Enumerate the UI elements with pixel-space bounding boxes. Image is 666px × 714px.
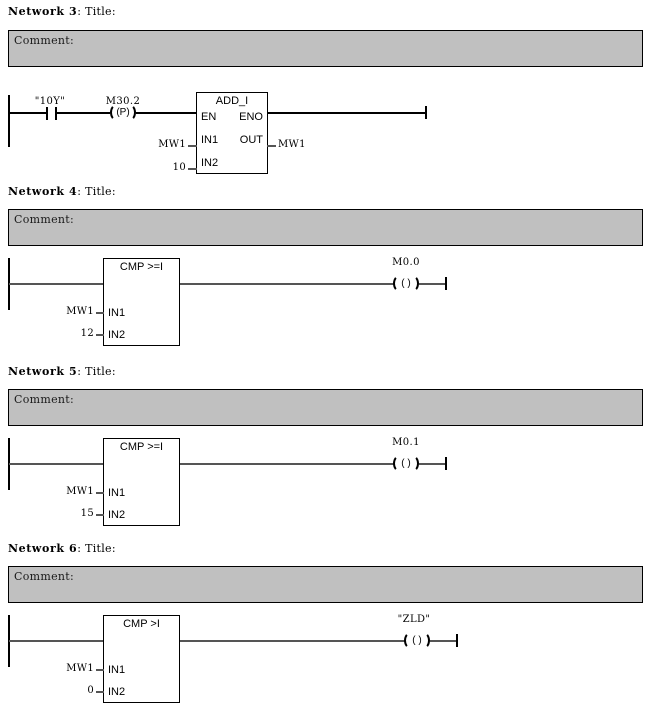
rung-wire	[430, 640, 457, 642]
edge-coil-label: M30.2	[105, 96, 141, 107]
output-coil-m0-0[interactable]: ( )	[393, 275, 419, 292]
network-6-heading: Network 6: Title:	[8, 542, 116, 555]
network-title: : Title:	[77, 542, 116, 555]
function-block-cmp-ge-i[interactable]: CMP >=I IN1 IN2	[103, 438, 180, 526]
output-coil-m0-1[interactable]: ( )	[393, 455, 419, 472]
network-6: Network 6: Title: Comment: CMP >I IN1 IN…	[0, 534, 666, 714]
block-title: CMP >I	[123, 618, 160, 630]
rung-end-terminator	[445, 277, 447, 290]
network-title: : Title:	[77, 365, 116, 378]
pin-stub	[96, 334, 104, 336]
network-5-comment-box[interactable]: Comment:	[8, 389, 643, 426]
rung-wire	[136, 112, 196, 114]
pin-stub	[96, 691, 104, 693]
comment-text: Comment:	[14, 213, 75, 226]
pin-stub	[188, 145, 197, 147]
operand-in1[interactable]: MW1	[66, 306, 94, 317]
network-3-comment-box[interactable]: Comment:	[8, 30, 643, 67]
pin-stub	[96, 312, 104, 314]
pin-stub	[188, 168, 197, 170]
function-block-add-i[interactable]: ADD_I EN ENO IN1 OUT IN2	[196, 92, 268, 174]
contact-label: "10Y"	[34, 96, 66, 107]
network-6-comment-box[interactable]: Comment:	[8, 566, 643, 603]
coil-symbol-text: ( )	[401, 278, 411, 289]
network-title: : Title:	[77, 185, 116, 198]
pin-in2: IN2	[201, 157, 219, 169]
comment-text: Comment:	[14, 393, 75, 406]
network-title: : Title:	[77, 5, 116, 18]
operand-in1[interactable]: MW1	[66, 486, 94, 497]
edge-coil-symbol-text: (P)	[116, 107, 130, 118]
network-4-heading: Network 4: Title:	[8, 185, 116, 198]
rung-wire	[9, 640, 104, 642]
operand-in1[interactable]: MW1	[158, 139, 186, 150]
pin-in2: IN2	[108, 686, 126, 698]
comment-text: Comment:	[14, 34, 75, 47]
rung-wire	[268, 112, 426, 114]
pin-eno: ENO	[239, 111, 263, 123]
block-title: CMP >=I	[119, 261, 164, 273]
coil-label: "ZLD"	[397, 614, 431, 625]
rung-wire	[180, 283, 394, 285]
operand-in2[interactable]: 0	[87, 685, 94, 696]
pin-in2: IN2	[108, 509, 126, 521]
pin-in1: IN1	[108, 487, 126, 499]
operand-in2[interactable]: 15	[80, 508, 94, 519]
output-coil-zld[interactable]: ( )	[404, 632, 430, 649]
pin-in1: IN1	[108, 307, 126, 319]
network-4: Network 4: Title: Comment: CMP >=I IN1 I…	[0, 180, 666, 356]
coil-symbol-text: ( )	[412, 635, 422, 646]
pin-stub	[96, 669, 104, 671]
operand-in2[interactable]: 12	[80, 328, 94, 339]
pin-in1: IN1	[201, 134, 219, 146]
network-number: 3	[69, 5, 78, 18]
coil-label: M0.0	[392, 257, 420, 268]
rung-end-terminator	[425, 106, 427, 119]
pin-in1: IN1	[108, 664, 126, 676]
comment-text: Comment:	[14, 570, 75, 583]
function-block-cmp-gt-i[interactable]: CMP >I IN1 IN2	[103, 615, 180, 703]
rung-end-terminator	[456, 634, 458, 647]
operand-out[interactable]: MW1	[278, 139, 306, 150]
network-keyword: Network	[8, 5, 65, 18]
network-3-heading: Network 3: Title:	[8, 5, 116, 18]
network-keyword: Network	[8, 185, 65, 198]
function-block-cmp-ge-i[interactable]: CMP >=I IN1 IN2	[103, 258, 180, 346]
operand-in2[interactable]: 10	[172, 162, 186, 173]
operand-in1[interactable]: MW1	[66, 663, 94, 674]
rung-wire	[419, 283, 446, 285]
rung-end-terminator	[445, 457, 447, 470]
coil-label: M0.1	[392, 437, 420, 448]
network-3: Network 3: Title: Comment: "10Y" M30.2 (…	[0, 0, 666, 180]
network-4-comment-box[interactable]: Comment:	[8, 209, 643, 246]
block-title: ADD_I	[215, 95, 249, 107]
block-title: CMP >=I	[119, 441, 164, 453]
pin-stub	[96, 514, 104, 516]
network-keyword: Network	[8, 542, 65, 555]
network-number: 4	[69, 185, 78, 198]
pin-stub	[96, 492, 104, 494]
rung-wire	[9, 463, 104, 465]
network-5: Network 5: Title: Comment: CMP >=I IN1 I…	[0, 356, 666, 534]
pin-stub	[267, 145, 276, 147]
power-rail	[8, 95, 10, 147]
network-keyword: Network	[8, 365, 65, 378]
pin-in2: IN2	[108, 329, 126, 341]
network-5-heading: Network 5: Title:	[8, 365, 116, 378]
rung-wire	[9, 283, 104, 285]
network-number: 5	[69, 365, 78, 378]
network-number: 6	[69, 542, 78, 555]
rung-wire	[180, 640, 405, 642]
pin-out: OUT	[239, 134, 263, 146]
positive-edge-coil-m30-2[interactable]: (P)	[110, 104, 136, 121]
coil-symbol-text: ( )	[401, 458, 411, 469]
pin-en: EN	[201, 111, 217, 123]
rung-wire	[180, 463, 394, 465]
normally-open-contact-10y[interactable]	[46, 107, 57, 120]
rung-wire	[57, 112, 110, 114]
rung-wire	[419, 463, 446, 465]
rung-wire	[9, 112, 46, 114]
